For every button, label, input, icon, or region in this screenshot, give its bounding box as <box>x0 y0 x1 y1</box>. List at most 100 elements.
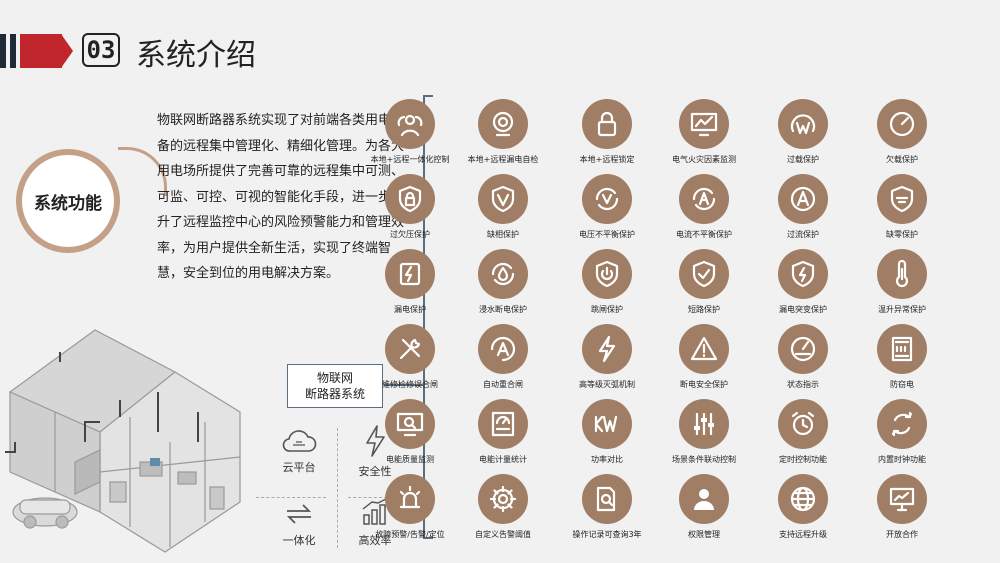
function-label: 电能质量监测 <box>386 455 434 464</box>
function-item: 过载保护 <box>748 99 858 173</box>
function-item: 功率对比 <box>552 399 662 473</box>
function-label: 本地+远程漏电自检 <box>467 155 539 164</box>
function-item: 本地+远程锁定 <box>552 99 662 173</box>
badge-label: 系统功能 <box>34 193 102 214</box>
function-label: 维修检修误合闸 <box>382 380 438 389</box>
lightning-icon <box>366 425 385 457</box>
function-label: 权限管理 <box>688 530 720 539</box>
house-illustration <box>5 329 241 553</box>
function-label: 跳闸保护 <box>591 305 623 314</box>
function-label: 自定义告警阈值 <box>475 530 531 539</box>
function-label: 状态指示 <box>787 380 819 389</box>
center-box-line1: 物联网 <box>316 371 353 385</box>
water-drop-icon <box>478 249 528 299</box>
function-label: 自动重合闸 <box>483 380 523 389</box>
function-label: 防窃电 <box>890 380 914 389</box>
function-item: 自定义告警阈值 <box>448 474 558 548</box>
shield-bolt-outline-icon <box>778 249 828 299</box>
cycle-v-icon <box>582 174 632 224</box>
quadrant-divider-right <box>348 497 418 498</box>
description-text: 物联网断路器系统实现了对前端各类用电设备的远程集中管理化、精细化管理。为各大用电… <box>157 113 405 281</box>
function-item: 自动重合闸 <box>448 324 558 398</box>
shield-v-icon <box>478 174 528 224</box>
feature-cloud-platform: 云平台 <box>254 428 344 475</box>
function-label: 短路保护 <box>688 305 720 314</box>
function-item: 防窃电 <box>847 324 957 398</box>
sync-arrows-icon <box>286 504 312 524</box>
function-label: 浸水断电保护 <box>479 305 527 314</box>
function-item: 漏电保护 <box>355 249 465 323</box>
function-item: 定时控制功能 <box>748 399 858 473</box>
function-item: 漏电突变保护 <box>748 249 858 323</box>
recycle-arrows-icon <box>877 399 927 449</box>
thermometer-icon <box>877 249 927 299</box>
network-icon <box>385 99 435 149</box>
presentation-icon <box>877 474 927 524</box>
function-label: 缺零保护 <box>886 230 918 239</box>
function-label: 支持远程升级 <box>779 530 827 539</box>
function-item: 短路保护 <box>649 249 759 323</box>
shield-badge-icon <box>877 174 927 224</box>
shield-bolt-icon <box>385 249 435 299</box>
document-search-icon <box>582 474 632 524</box>
function-label: 故障预警/告警/定位 <box>375 530 445 539</box>
meter-box-icon <box>877 324 927 374</box>
function-label: 温升异常保护 <box>878 305 926 314</box>
function-item: 操作记录可查询3年 <box>552 474 662 548</box>
center-box-line2: 断路器系统 <box>304 387 365 401</box>
warning-icon <box>679 324 729 374</box>
watt-gauge-icon <box>778 99 828 149</box>
function-label: 本地+远程锁定 <box>579 155 635 164</box>
function-item: 缺零保护 <box>847 174 957 248</box>
feature-label: 安全性 <box>358 465 392 478</box>
feature-label: 一体化 <box>282 534 316 547</box>
status-gauge-icon <box>778 324 828 374</box>
function-item: 温升异常保护 <box>847 249 957 323</box>
quadrant-divider-left <box>256 497 326 498</box>
function-label: 内置时钟功能 <box>878 455 926 464</box>
kw-icon <box>582 399 632 449</box>
function-label: 场景条件联动控制 <box>672 455 736 464</box>
function-item: 状态指示 <box>748 324 858 398</box>
user-icon <box>679 474 729 524</box>
function-item: 本地+远程一体化控制 <box>355 99 465 173</box>
feature-efficiency: 高效率 <box>330 497 420 548</box>
camera-icon <box>478 99 528 149</box>
function-label: 操作记录可查询3年 <box>572 530 642 539</box>
function-label: 功率对比 <box>591 455 623 464</box>
feature-integration: 一体化 <box>254 501 344 548</box>
shield-lock-icon <box>385 174 435 224</box>
function-item: 过流保护 <box>748 174 858 248</box>
function-item: 支持远程升级 <box>748 474 858 548</box>
function-item: 本地+远程漏电自检 <box>448 99 558 173</box>
meter-icon <box>478 399 528 449</box>
function-label: 电能计量统计 <box>479 455 527 464</box>
function-label: 开放合作 <box>886 530 918 539</box>
function-label: 过流保护 <box>787 230 819 239</box>
function-label: 定时控制功能 <box>779 455 827 464</box>
gauge-icon <box>877 99 927 149</box>
function-label: 电压不平衡保护 <box>579 230 635 239</box>
gear-icon <box>478 474 528 524</box>
feature-safety: 安全性 <box>330 424 420 479</box>
screen-search-icon <box>385 399 435 449</box>
function-label: 缺相保护 <box>487 230 519 239</box>
feature-label: 云平台 <box>282 461 316 474</box>
function-label: 欠载保护 <box>886 155 918 164</box>
shield-check-icon <box>679 249 729 299</box>
function-item: 内置时钟功能 <box>847 399 957 473</box>
functions-bracket <box>423 95 433 539</box>
function-item: 场景条件联动控制 <box>649 399 759 473</box>
alarm-clock-icon <box>778 399 828 449</box>
connector-line <box>384 384 424 386</box>
feature-label: 高效率 <box>358 534 392 547</box>
function-item: 电流不平衡保护 <box>649 174 759 248</box>
cycle-a-icon <box>679 174 729 224</box>
function-item: 电压不平衡保护 <box>552 174 662 248</box>
function-item: 故障预警/告警/定位 <box>355 474 465 548</box>
system-function-badge: 系统功能 <box>16 149 120 253</box>
globe-icon <box>778 474 828 524</box>
growth-chart-icon <box>362 498 387 525</box>
function-item: 电能计量统计 <box>448 399 558 473</box>
function-item: 跳闸保护 <box>552 249 662 323</box>
